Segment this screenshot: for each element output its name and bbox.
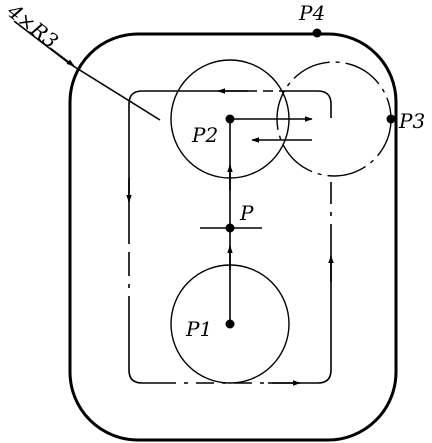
label-p: P	[239, 201, 254, 225]
annotation-text: 4×R3	[2, 0, 63, 53]
tool-path-left	[128, 90, 145, 240]
label-p2: P2	[191, 123, 218, 147]
label-p4: P4	[298, 1, 325, 25]
point-p2-dot	[225, 114, 235, 124]
outer-contour	[68, 32, 398, 442]
label-p1: P1	[185, 317, 212, 341]
tool-path-right	[290, 246, 332, 384]
tool-path-bottom-left	[128, 320, 175, 384]
annotation-arrow	[49, 47, 75, 67]
point-p-dot	[225, 223, 235, 233]
tool-path-top-right	[280, 90, 332, 118]
point-p3-dot	[386, 114, 396, 124]
label-p3: P3	[398, 109, 425, 133]
point-p4-dot	[312, 28, 322, 38]
point-p1-dot	[225, 319, 235, 329]
